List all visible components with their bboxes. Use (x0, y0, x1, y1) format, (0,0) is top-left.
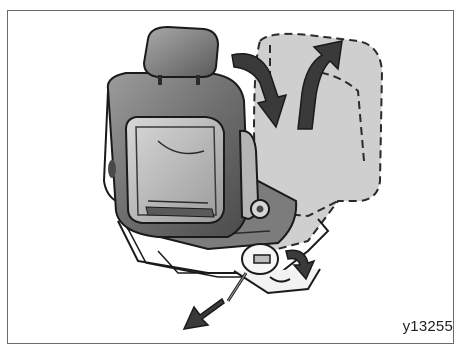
seat-folding-diagram (8, 11, 454, 344)
pull-direction-arrow-icon (184, 299, 224, 329)
headrest (144, 27, 218, 85)
seat-illustration-panel: y13255 (7, 10, 454, 344)
figure-reference-code: y13255 (383, 318, 453, 335)
seatback (104, 73, 269, 237)
